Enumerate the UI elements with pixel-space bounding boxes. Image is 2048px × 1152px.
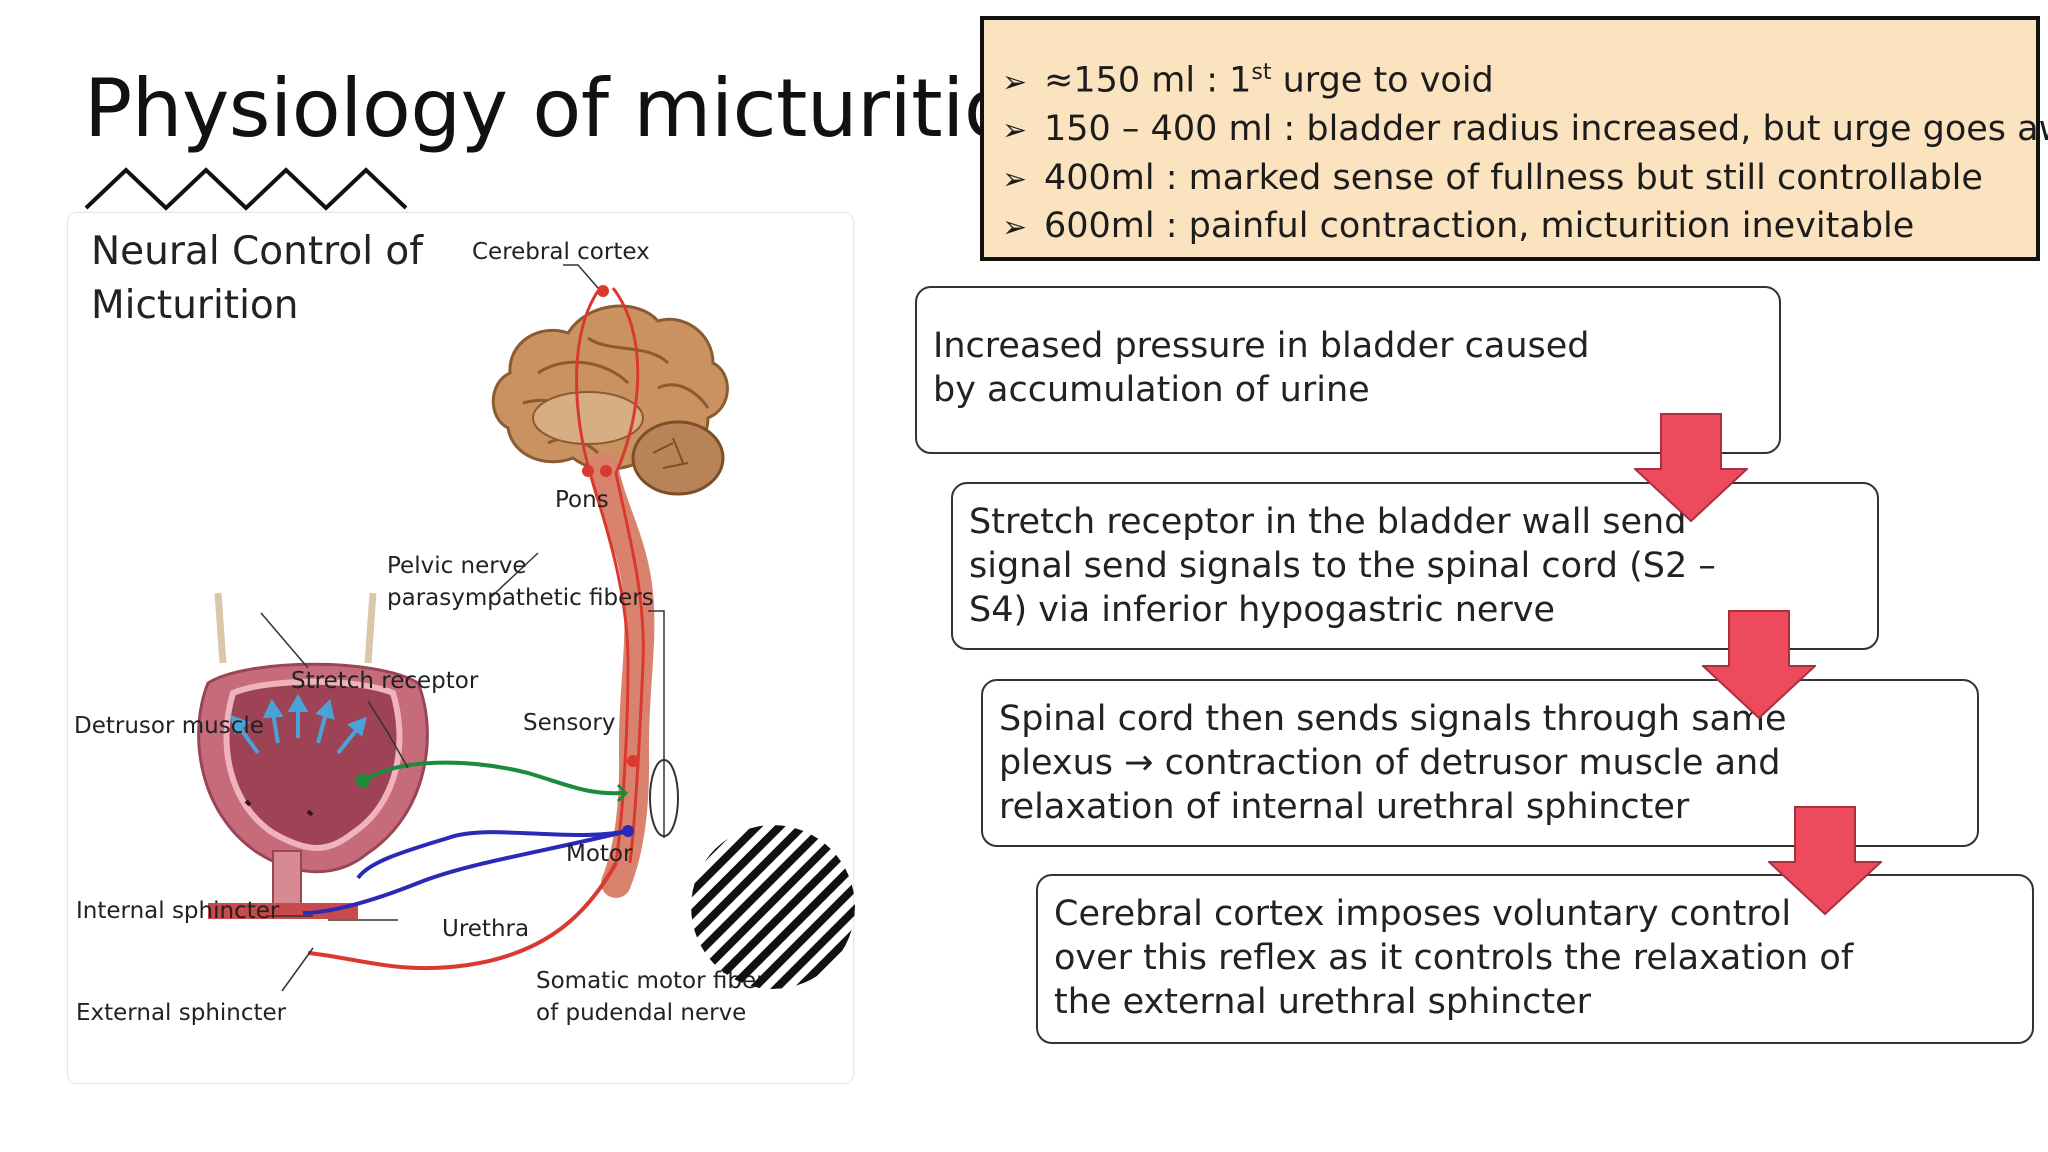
arrow-bullet-icon: ➢ [1002,113,1028,149]
label-detrusor-muscle: Detrusor muscle [74,713,264,739]
label-parasympathetic: parasympathetic fibers [387,585,654,611]
flow-step-4: Cerebral cortex imposes voluntary contro… [1036,874,2034,1044]
volume-item: ➢≈150 ml : 1st urge to void [1002,50,2036,106]
label-motor: Motor [566,841,633,867]
figure-heading: Neural Control of Micturition [91,225,423,333]
volume-item: ➢150 – 400 ml : bladder radius increased… [1002,106,2048,155]
anatomy-diagram [197,264,729,992]
label-stretch-receptor: Stretch receptor [291,668,479,694]
label-cerebral-cortex: Cerebral cortex [472,239,650,265]
motor-pathway [356,829,629,880]
label-pudendal-nerve: of pudendal nerve [536,1000,747,1026]
label-pelvic-nerve: Pelvic nerve [387,553,527,579]
label-pons: Pons [555,487,609,513]
volume-thresholds-box: ➢≈150 ml : 1st urge to void ➢150 – 400 m… [980,16,2048,261]
down-arrow-icon [1702,610,1816,720]
label-external-sphincter: External sphincter [76,1000,287,1026]
down-arrow-icon [1634,413,1748,523]
down-arrow-icon [1768,806,1882,916]
volume-item: ➢400ml : marked sense of fullness but st… [1002,155,2036,204]
bladder-illustration [197,592,429,919]
zigzag-decoration [84,167,408,211]
sensory-pathway [361,760,624,796]
label-internal-sphincter: Internal sphincter [76,898,280,924]
arrow-bullet-icon: ➢ [1002,210,1028,246]
arrow-bullet-icon: ➢ [1002,64,1028,100]
volume-item: ➢600ml : painful contraction, micturitio… [1002,203,2036,252]
flow-step-1: Increased pressure in bladder caused by … [915,286,1781,454]
label-sensory: Sensory [523,710,616,736]
neural-control-figure: Neural Control of Micturition Cerebral c… [67,212,854,1084]
slide-title: Physiology of micturition [84,62,1063,155]
arrow-bullet-icon: ➢ [1002,161,1028,197]
figure-heading-line1: Neural Control of [91,229,424,274]
somatic-pathway [307,862,618,971]
flow-step-2: Stretch receptor in the bladder wall sen… [951,482,1879,650]
hatched-circle [691,825,855,989]
label-urethra: Urethra [442,916,530,942]
brain-illustration [491,304,729,496]
figure-heading-line2: Micturition [91,283,299,328]
